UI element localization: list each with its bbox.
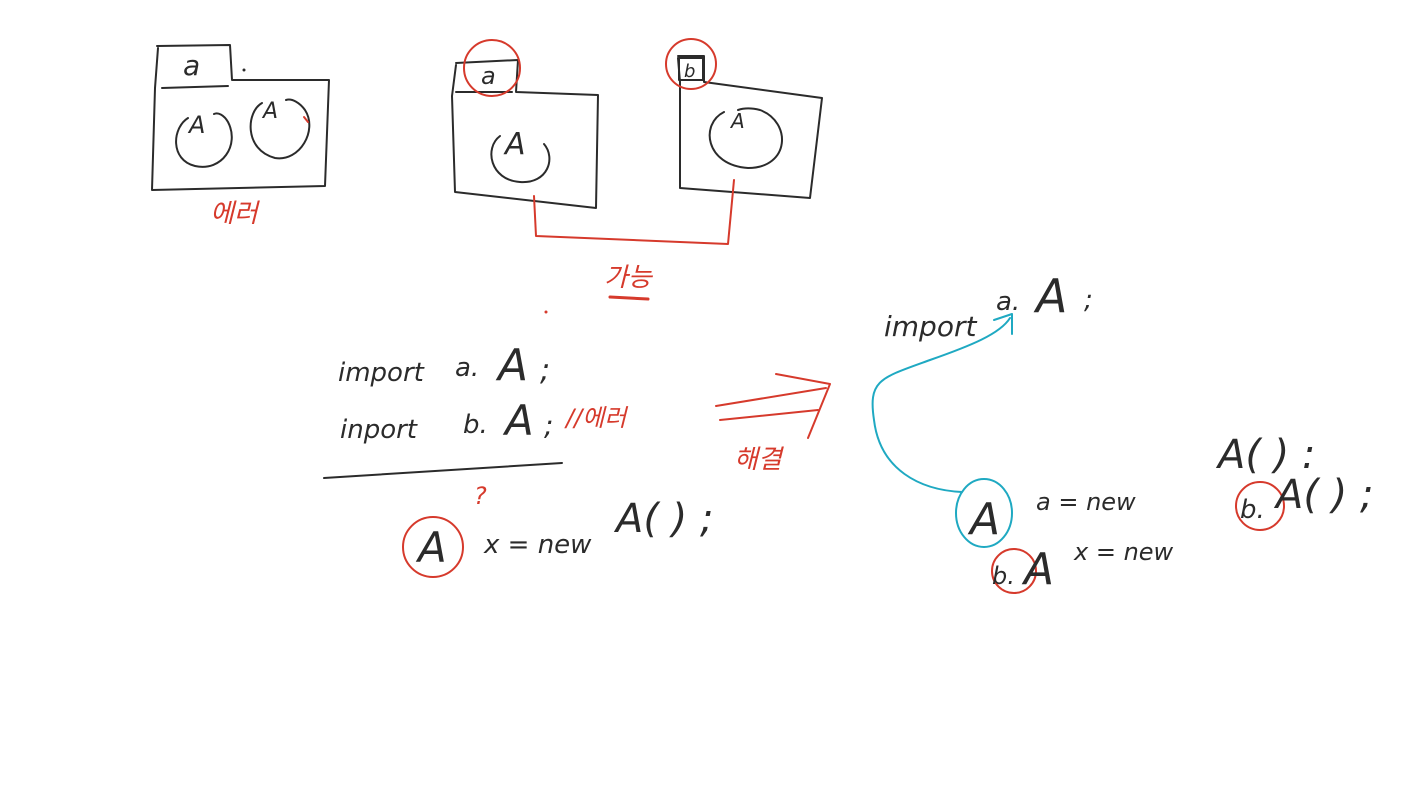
red-tick	[303, 116, 309, 123]
code-left-error-comment: //에러	[564, 404, 628, 432]
code-left-line2-semicolon: ;	[544, 409, 553, 442]
code-left-line1-pkg: a.	[455, 353, 479, 383]
class-circle-middle	[490, 135, 551, 184]
arrow-caption: 해결	[734, 445, 785, 475]
code-left-line1-class: A	[495, 340, 528, 391]
code-left-divider	[323, 462, 563, 479]
code-right-line1-type: A	[967, 494, 1000, 545]
package-connector	[533, 179, 735, 245]
arrow-head	[775, 373, 831, 439]
stray-dot	[242, 68, 246, 72]
red-circle-tab-b	[665, 38, 717, 90]
code-right-import-semicolon: ;	[1084, 285, 1093, 315]
class-label-left-1: A	[187, 111, 205, 139]
code-left-line3-rest: x = new	[483, 530, 592, 560]
stray-dot	[544, 310, 548, 314]
code-left-line2-class: A	[502, 396, 534, 445]
package-right-tab-label: b	[684, 61, 695, 82]
code-block-right: import a. A ; A a = new A( ) : b. A x = …	[871, 269, 1373, 595]
package-left-tab-label: a	[183, 49, 200, 82]
code-right-line2-ctor: A( ) ;	[1273, 472, 1373, 518]
cyan-link-arrowhead	[993, 313, 1013, 335]
code-left-line1-semicolon: ;	[540, 353, 550, 388]
code-right-line2-pkg: b.	[1240, 495, 1265, 525]
connector-caption: 가능	[604, 263, 654, 293]
package-right: b A	[665, 38, 823, 199]
code-left-line3-type: A	[415, 523, 447, 572]
code-right-import-pkg: a.	[996, 287, 1020, 317]
code-left-line1-keyword: import	[338, 358, 425, 388]
red-circle-b-prefix	[991, 548, 1037, 594]
code-left-line2-keyword: inport	[340, 415, 418, 445]
code-right-line2-rest: x = new	[1073, 538, 1174, 566]
class-label-middle: A	[503, 127, 526, 162]
code-left-question: ?	[474, 482, 487, 510]
code-right-line1-rest: a = new	[1036, 488, 1136, 516]
package-left-caption: 에러	[210, 199, 260, 229]
class-circle-right	[708, 107, 783, 169]
package-middle-outline	[451, 59, 599, 209]
resolution-arrow: 해결	[715, 373, 831, 475]
cyan-link-curve	[871, 317, 1011, 493]
red-circle-tab-a	[463, 39, 521, 97]
package-left: a A A 에러	[151, 44, 330, 229]
code-block-left: import a. A ; inport b. A ; //에러 ? A x =…	[323, 340, 713, 578]
package-left-tab-divider	[161, 85, 229, 89]
arrow-line-top	[715, 387, 827, 407]
red-circle-b-ctor	[1235, 481, 1285, 531]
package-middle: a A	[451, 39, 599, 209]
code-right-line1-ctor: A( ) :	[1215, 432, 1315, 478]
package-left-outline	[151, 44, 330, 191]
code-right-import-class: A	[1033, 269, 1067, 323]
class-label-right: A	[729, 109, 745, 133]
class-circle-left-1	[175, 112, 233, 168]
code-right-line2-prefix: b.	[992, 562, 1015, 590]
code-left-line3-ctor: A( ) ;	[613, 496, 713, 542]
cyan-circle-A	[955, 478, 1013, 548]
arrow-line-bottom	[719, 409, 819, 421]
code-right-import-keyword: import	[884, 310, 977, 343]
red-circle-ambiguous-A	[402, 516, 464, 578]
package-middle-tab-label: a	[481, 62, 496, 90]
class-label-left-2: A	[261, 99, 278, 124]
code-left-line2-pkg: b.	[463, 410, 488, 440]
connector-caption-underline	[608, 295, 650, 301]
class-circle-left-2	[249, 98, 311, 160]
package-right-outline	[677, 55, 823, 199]
package-right-tab	[678, 57, 704, 81]
code-right-line2-type: A	[1021, 544, 1054, 595]
